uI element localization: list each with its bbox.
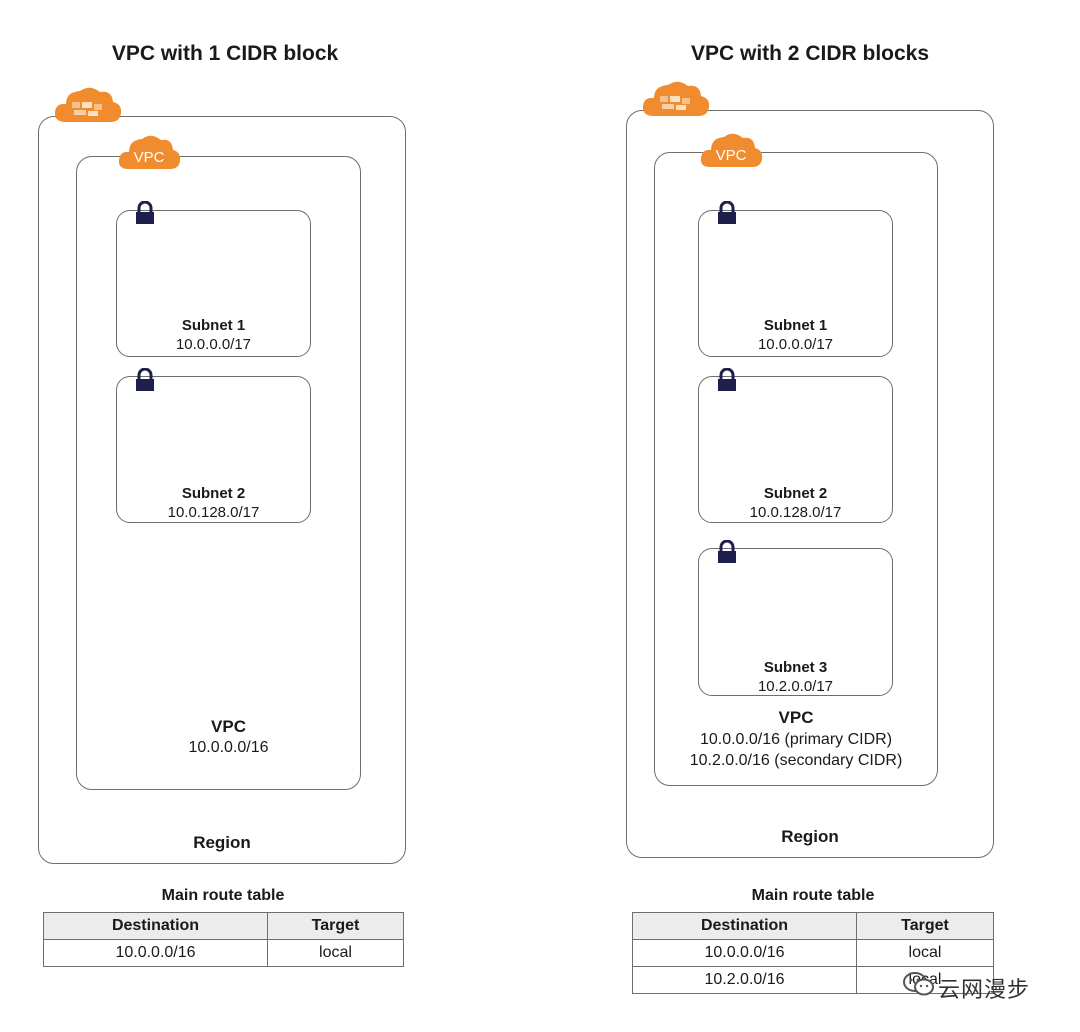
aws-cloud-icon <box>642 81 710 116</box>
svg-text:VPC: VPC <box>134 149 165 166</box>
route-table-title: Main route table <box>161 887 285 904</box>
table-header-row: Destination Target <box>632 912 994 940</box>
lock-icon <box>718 201 736 224</box>
aws-cloud-icon <box>54 87 122 122</box>
vpc-cidr: 10.0.0.0/16 <box>188 739 269 756</box>
subnet-cidr: 10.0.128.0/17 <box>749 504 842 521</box>
vpc-cidr-secondary: 10.2.0.0/16 (secondary CIDR) <box>689 752 903 769</box>
subnet-box: Subnet 2 10.0.128.0/17 <box>698 376 893 523</box>
subnet-name: Subnet 1 <box>181 317 246 334</box>
vpc-cloud-icon: VPC <box>118 135 181 169</box>
wechat-icon <box>903 972 934 996</box>
route-table: Destination Target 10.0.0.0/16 local <box>43 912 404 967</box>
route-table-title: Main route table <box>751 887 875 904</box>
target-cell: local <box>267 939 404 967</box>
table-header-row: Destination Target <box>43 912 404 940</box>
vpc-cloud-icon: VPC <box>700 133 763 167</box>
table-row: 10.0.0.0/16 local <box>43 939 404 967</box>
subnet-cidr: 10.0.0.0/17 <box>175 336 252 353</box>
route-table: Destination Target 10.0.0.0/16 local 10.… <box>632 912 994 994</box>
svg-text:VPC: VPC <box>716 147 747 164</box>
subnet-name: Subnet 2 <box>181 485 246 502</box>
subnet-name: Subnet 2 <box>763 485 828 502</box>
destination-cell: 10.0.0.0/16 <box>632 939 857 967</box>
lock-icon <box>718 540 736 563</box>
subnet-cidr: 10.0.128.0/17 <box>167 504 260 521</box>
region-label: Region <box>193 833 251 852</box>
subnet-box: Subnet 2 10.0.128.0/17 <box>116 376 311 523</box>
lock-icon <box>136 201 154 224</box>
column-header-destination: Destination <box>43 912 268 940</box>
lock-icon <box>136 368 154 391</box>
watermark-text: 云网漫步 <box>938 977 1031 1002</box>
vpc-cidr-primary: 10.0.0.0/16 (primary CIDR) <box>699 731 893 748</box>
vpc-label: VPC <box>778 708 814 727</box>
column-header-destination: Destination <box>632 912 857 940</box>
diagram-2-title: VPC with 2 CIDR blocks <box>690 42 930 65</box>
subnet-box: Subnet 1 10.0.0.0/17 <box>698 210 893 357</box>
region-label: Region <box>781 827 839 846</box>
table-row: 10.0.0.0/16 local <box>632 939 994 967</box>
column-header-target: Target <box>856 912 994 940</box>
destination-cell: 10.2.0.0/16 <box>632 966 857 994</box>
subnet-name: Subnet 3 <box>763 659 828 676</box>
subnet-cidr: 10.0.0.0/17 <box>757 336 834 353</box>
diagram-1-title: VPC with 1 CIDR block <box>111 42 339 65</box>
subnet-name: Subnet 1 <box>763 317 828 334</box>
destination-cell: 10.0.0.0/16 <box>43 939 268 967</box>
target-cell: local <box>856 939 994 967</box>
column-header-target: Target <box>267 912 404 940</box>
subnet-cidr: 10.2.0.0/17 <box>757 678 834 695</box>
lock-icon <box>718 368 736 391</box>
subnet-box: Subnet 3 10.2.0.0/17 <box>698 548 893 696</box>
subnet-box: Subnet 1 10.0.0.0/17 <box>116 210 311 357</box>
vpc-label: VPC <box>211 717 246 736</box>
